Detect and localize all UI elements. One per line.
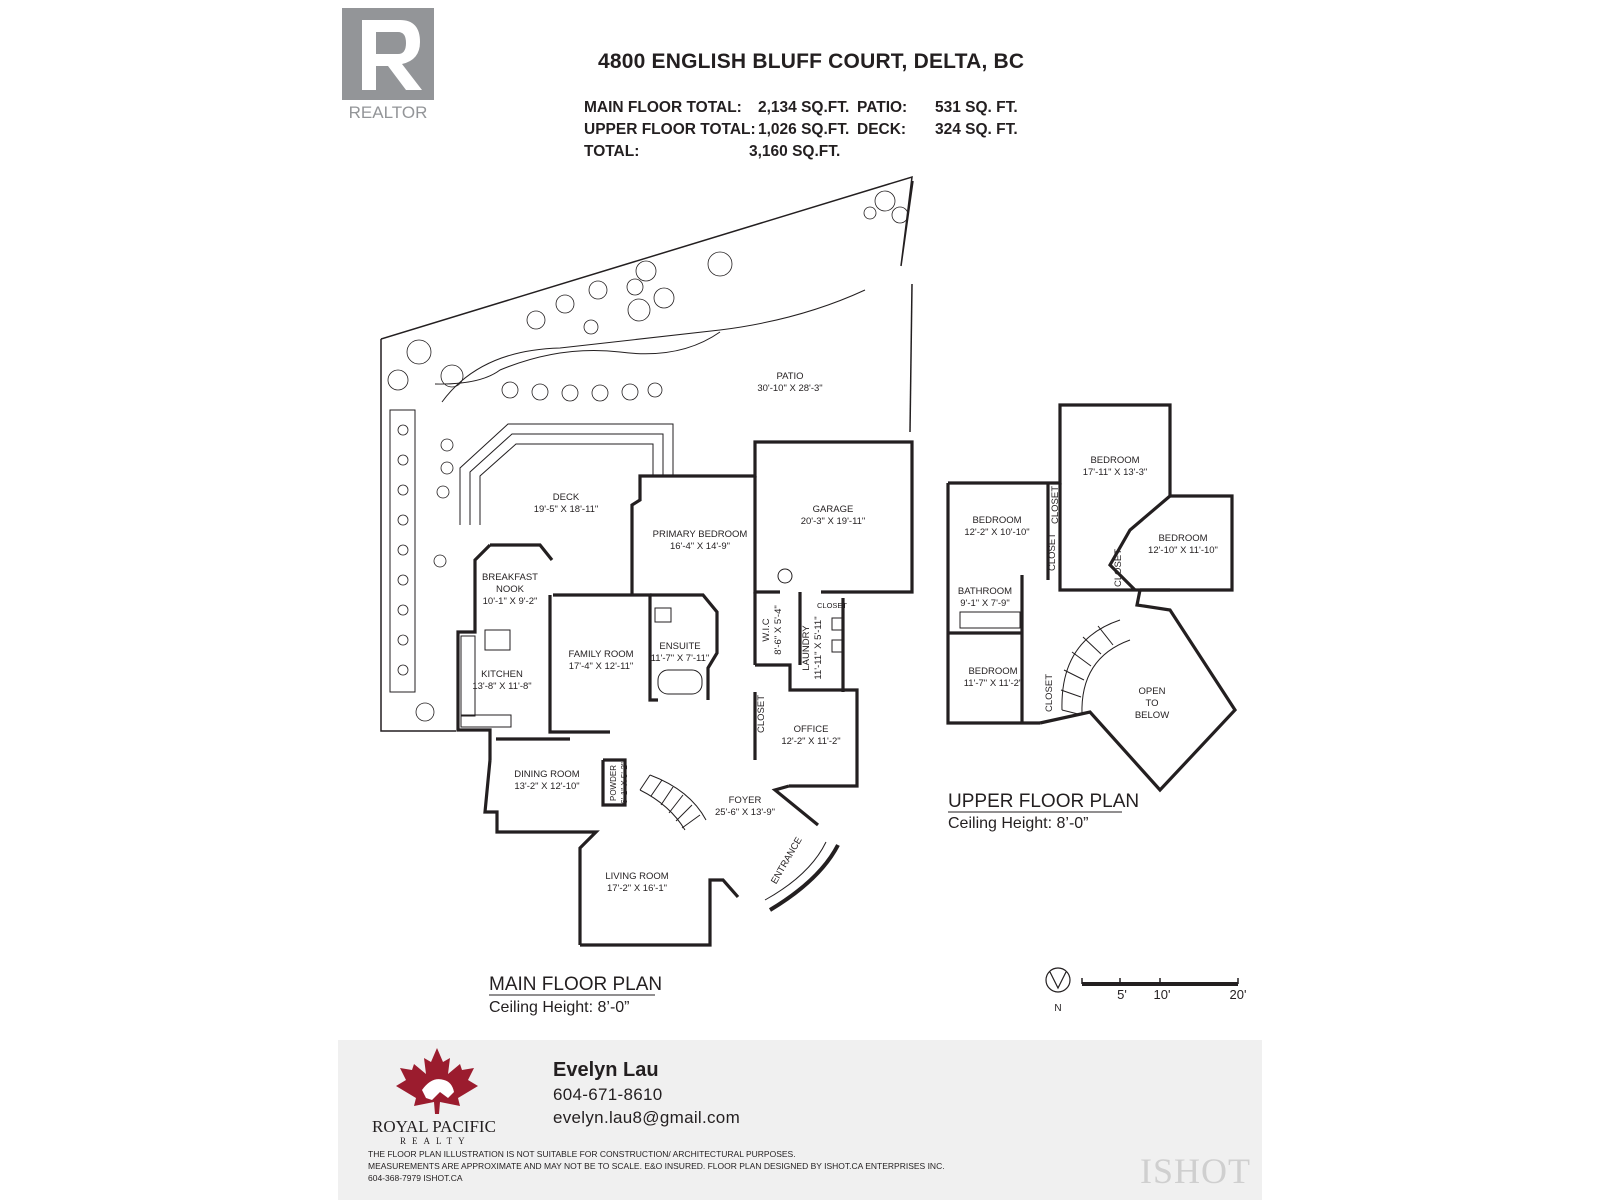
disclaimer-line: 604-368-7979 ISHOT.CA — [368, 1173, 463, 1183]
open-to-below-label: OPEN — [1139, 686, 1166, 697]
room-name: BEDROOM — [968, 666, 1017, 677]
deck-boards — [459, 423, 674, 525]
room-name: BEDROOM — [1158, 533, 1207, 544]
upper-staircase — [1060, 619, 1131, 716]
room-size: 30'-10" X 28'-3" — [757, 383, 822, 394]
room-size: 11'-7" X 11'-2" — [964, 678, 1023, 689]
closet-label: CLOSET — [756, 695, 767, 733]
scale-tick-label: 20' — [1230, 987, 1247, 1002]
deck-value: 324 SQ. FT. — [935, 121, 1018, 138]
main-floor-ceiling-height: Ceiling Height: 8’-0” — [489, 999, 630, 1016]
main-floor-total-value: 2,134 SQ.FT. — [758, 99, 850, 116]
main-floor-room-labels: PATIO 30'-10" X 28'-3" DECK 19'-5" X 18'… — [472, 371, 865, 894]
room-size: 17'-2" X 16'-1" — [607, 883, 667, 894]
realtor-logo-text: REALTOR — [349, 103, 428, 122]
wic-label: W.I.C — [761, 618, 772, 641]
agent-name: Evelyn Lau — [553, 1059, 659, 1081]
brokerage-realty: REALTY — [400, 1136, 471, 1146]
room-size: 17'-4" X 12'-11" — [569, 661, 634, 672]
shrubs — [387, 190, 909, 722]
wic-size: 8'-6" X 5'-4" — [773, 605, 784, 654]
main-floor-plan-title: MAIN FLOOR PLAN — [489, 974, 662, 995]
upper-floor-room-labels: BEDROOM 17'-11" X 13'-3" BEDROOM 12'-2" … — [958, 455, 1218, 721]
room-name: PATIO — [776, 371, 803, 382]
main-floor-walls — [456, 440, 914, 947]
room-name: OFFICE — [794, 724, 829, 735]
entrance-arc — [768, 844, 840, 912]
upper-floor-total-value: 1,026 SQ.FT. — [758, 121, 850, 138]
room-name: DECK — [553, 492, 580, 503]
closet-label: CLOSET — [817, 601, 847, 610]
patio-value: 531 SQ. FT. — [935, 99, 1018, 116]
room-size: 13'-2" X 12'-10" — [514, 781, 579, 792]
room-size: 12'-10" X 11'-10" — [1148, 545, 1218, 556]
open-to-below-label: TO — [1145, 698, 1158, 709]
room-name: PRIMARY BEDROOM — [653, 529, 748, 540]
room-size: 19'-5" X 18'-11" — [534, 504, 599, 515]
total-label: TOTAL: — [584, 143, 640, 160]
room-name: NOOK — [496, 584, 525, 595]
laundry-size: 11'-11" X 5'-11" — [813, 616, 824, 679]
laundry-label: LAUNDRY — [801, 625, 812, 671]
room-size: 25'-6" X 13'-9" — [715, 807, 775, 818]
north-label: N — [1054, 1003, 1061, 1014]
open-to-below-label: BELOW — [1135, 710, 1169, 721]
property-address: 4800 ENGLISH BLUFF COURT, DELTA, BC — [598, 50, 1025, 73]
north-arrow-icon — [1045, 967, 1071, 993]
main-floor-total-label: MAIN FLOOR TOTAL: — [584, 99, 742, 116]
room-size: 20'-3" X 19'-11" — [801, 516, 866, 527]
ishot-watermark: ISHOT — [1140, 1151, 1251, 1191]
room-size: 10'-1" X 9'-2" — [483, 596, 538, 607]
lot-boundary — [380, 175, 914, 340]
room-size: 12'-2" X 11'-2" — [781, 736, 840, 747]
room-name: BREAKFAST — [482, 572, 538, 583]
floor-plan-drawing: PATIO 30'-10" X 28'-3" DECK 19'-5" X 18'… — [380, 175, 1247, 1016]
upper-floor-plan-title: UPPER FLOOR PLAN — [948, 791, 1139, 812]
brokerage-name: ROYAL PACIFIC — [372, 1117, 496, 1136]
main-staircase — [639, 774, 707, 831]
room-name: LIVING ROOM — [605, 871, 668, 882]
room-name: BATHROOM — [958, 586, 1012, 597]
powder-size: 6'-1" X 5'-2" — [620, 762, 629, 804]
scale-tick-label: 10' — [1154, 987, 1171, 1002]
footer-panel — [338, 1040, 1262, 1200]
deck-label: DECK: — [857, 121, 907, 138]
room-name: GARAGE — [813, 504, 854, 515]
closet-label: CLOSET — [1047, 533, 1058, 571]
room-name: BEDROOM — [1090, 455, 1139, 466]
agent-phone: 604-671-8610 — [553, 1085, 663, 1104]
room-size: 9'-1" X 7'-9" — [960, 598, 1009, 609]
room-size: 13'-8" X 11'-8" — [472, 681, 531, 692]
upper-floor-ceiling-height: Ceiling Height: 8’-0” — [948, 815, 1089, 832]
maple-leaf-logo — [396, 1048, 478, 1114]
closet-label: CLOSET — [1050, 486, 1061, 524]
disclaimer-line: THE FLOOR PLAN ILLUSTRATION IS NOT SUITA… — [368, 1149, 796, 1159]
disclaimer-line: MEASUREMENTS ARE APPROXIMATE AND MAY NOT… — [368, 1161, 945, 1171]
patio-label: PATIO: — [857, 99, 908, 116]
room-size: 16'-4" X 14'-9" — [670, 541, 730, 552]
room-name: ENSUITE — [659, 641, 700, 652]
closet-label: CLOSET — [1113, 549, 1124, 587]
upper-floor-total-label: UPPER FLOOR TOTAL: — [584, 121, 756, 138]
room-name: KITCHEN — [481, 669, 523, 680]
upper-floor-walls — [946, 403, 1238, 793]
realtor-logo: REALTOR — [342, 8, 434, 122]
room-name: FOYER — [729, 795, 762, 806]
closet-label: CLOSET — [1044, 674, 1055, 712]
room-name: FAMILY ROOM — [568, 649, 633, 660]
garden-path — [441, 289, 866, 403]
room-name: DINING ROOM — [514, 769, 580, 780]
room-size: 12'-2" X 10'-10" — [964, 527, 1029, 538]
agent-email[interactable]: evelyn.lau8@gmail.com — [553, 1108, 741, 1127]
room-size: 17'-11" X 13'-3" — [1083, 467, 1148, 478]
room-name: BEDROOM — [972, 515, 1021, 526]
total-value: 3,160 SQ.FT. — [749, 143, 841, 160]
powder-label: POWDER — [609, 765, 618, 801]
entrance-label: ENTRANCE — [769, 835, 805, 886]
room-size: 11'-7" X 7'-11" — [651, 653, 710, 664]
scale-tick-label: 5' — [1117, 987, 1127, 1002]
